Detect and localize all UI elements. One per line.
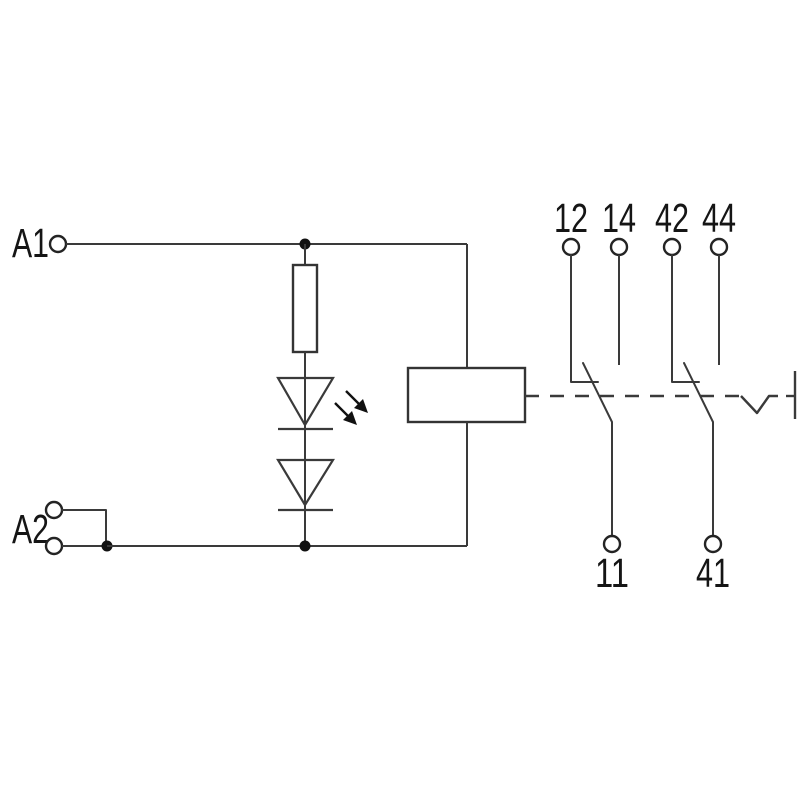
terminal-label-a1: A1 xyxy=(12,220,49,266)
a2-upper-link-wire xyxy=(61,509,107,547)
terminal-a2-lower-circle xyxy=(44,536,64,556)
led-diode-1-triangle xyxy=(276,376,335,428)
changeover-contact-1: 12 14 11 xyxy=(554,195,636,596)
indicator-branch xyxy=(276,238,368,552)
light-emission-arrows-icon xyxy=(334,390,368,425)
emission-arrow-2-shaft xyxy=(334,402,349,417)
terminal-label-12: 12 xyxy=(554,195,588,241)
terminal-label-a2: A2 xyxy=(12,506,49,552)
coil-input-circuit: A1 A2 xyxy=(12,220,467,556)
terminal-12-circle xyxy=(561,237,581,257)
emission-arrow-2-head xyxy=(343,411,357,425)
contact-12-wire xyxy=(570,254,599,383)
terminal-a1-circle xyxy=(48,234,68,254)
contact-1-blade xyxy=(582,362,613,537)
terminal-label-14: 14 xyxy=(602,195,636,241)
mechanical-actuator-link xyxy=(525,371,797,419)
terminal-label-41: 41 xyxy=(696,550,730,596)
actuator-v-notch xyxy=(740,394,778,415)
terminal-a2-upper-circle xyxy=(44,500,64,520)
contact-42-wire xyxy=(671,254,700,383)
emission-arrow-1-shaft xyxy=(345,390,360,405)
terminal-44-circle xyxy=(709,237,729,257)
terminal-42-circle xyxy=(662,237,682,257)
bottom-junction-dot xyxy=(299,540,311,552)
contact-2-blade xyxy=(683,362,714,537)
changeover-contact-2: 42 44 41 xyxy=(655,195,736,596)
terminal-label-11: 11 xyxy=(595,550,629,596)
resistor-symbol xyxy=(291,263,319,354)
terminal-label-44: 44 xyxy=(702,195,736,241)
terminal-label-42: 42 xyxy=(655,195,689,241)
relay-coil-box xyxy=(406,366,527,424)
terminal-11-circle xyxy=(602,534,622,554)
led-diode-2-triangle xyxy=(276,458,335,508)
relay-coil xyxy=(406,244,527,546)
terminal-14-circle xyxy=(609,237,629,257)
terminal-41-circle xyxy=(703,534,723,554)
emission-arrow-1-head xyxy=(354,399,368,413)
